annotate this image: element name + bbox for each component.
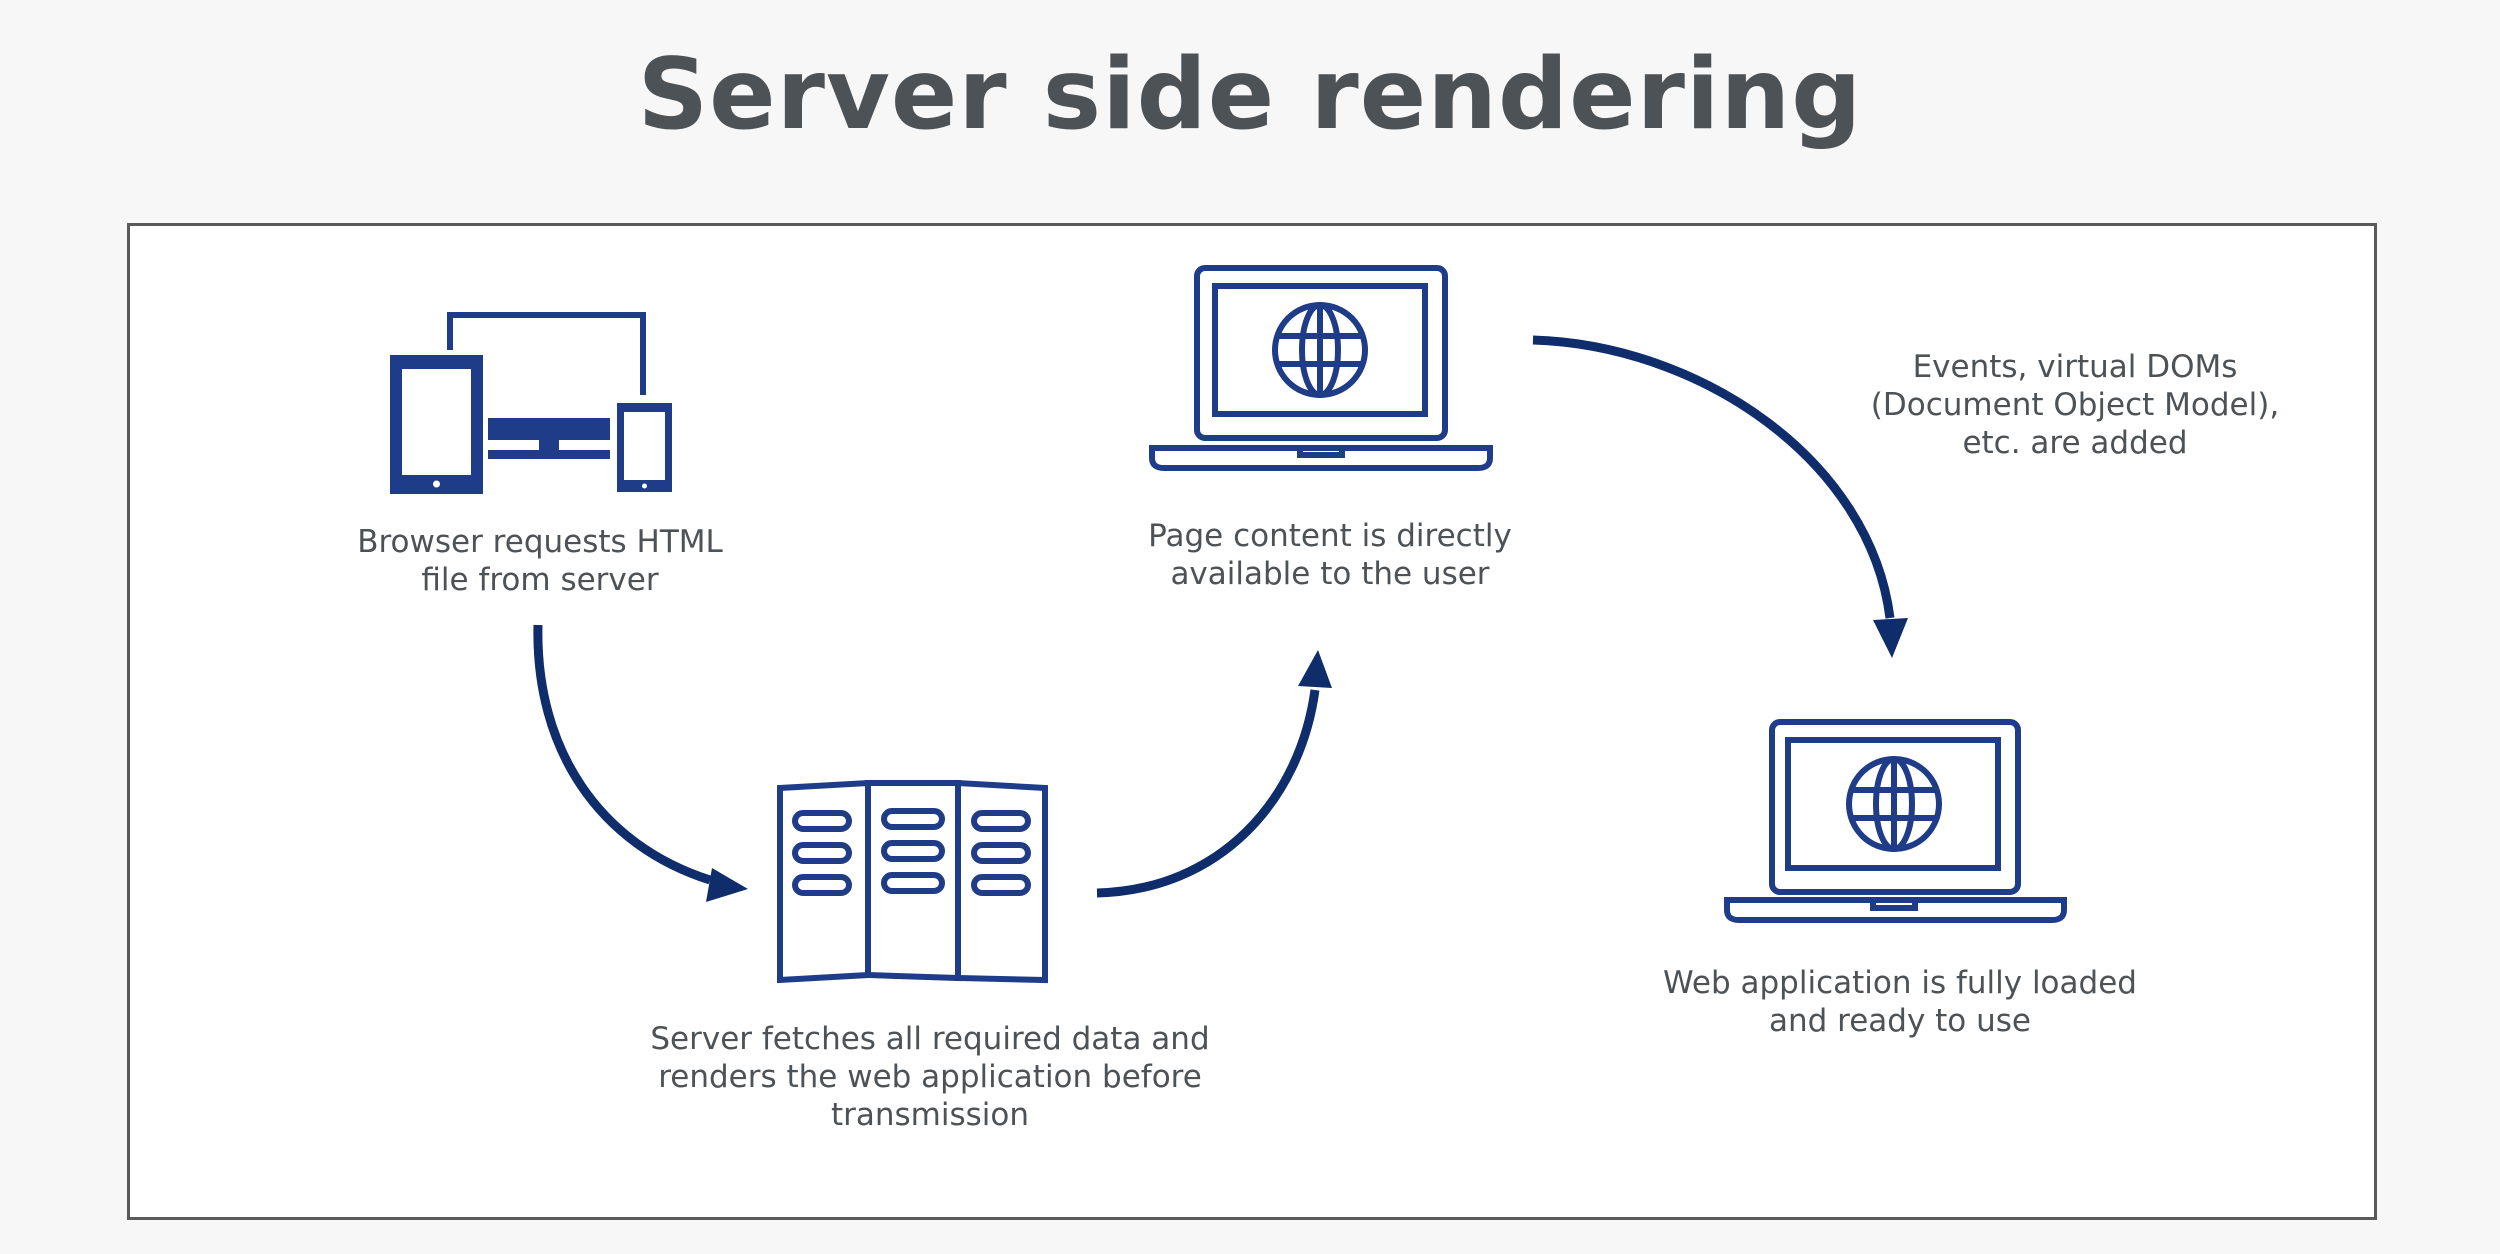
server-rack-icon: [777, 779, 1048, 984]
flow-arrow: [533, 624, 748, 902]
multi-device-icon: [390, 312, 672, 494]
step-label-app-ready: Web application is fully loaded and read…: [1663, 965, 2137, 1039]
laptop-globe-icon: [1724, 719, 2067, 923]
page-title: Server side rendering: [637, 38, 1863, 152]
flow-arrow: [1532, 335, 1908, 658]
laptop-globe-icon: [1149, 265, 1493, 471]
annotation-hydration: Events, virtual DOMs (Document Object Mo…: [1870, 349, 2280, 461]
step-label-content-available: Page content is directly available to th…: [1148, 518, 1512, 592]
step-label-browser-request: Browser requests HTML file from server: [357, 524, 723, 598]
flow-arrow: [1096, 650, 1332, 898]
step-label-server-render: Server fetches all required data and ren…: [650, 1021, 1210, 1133]
